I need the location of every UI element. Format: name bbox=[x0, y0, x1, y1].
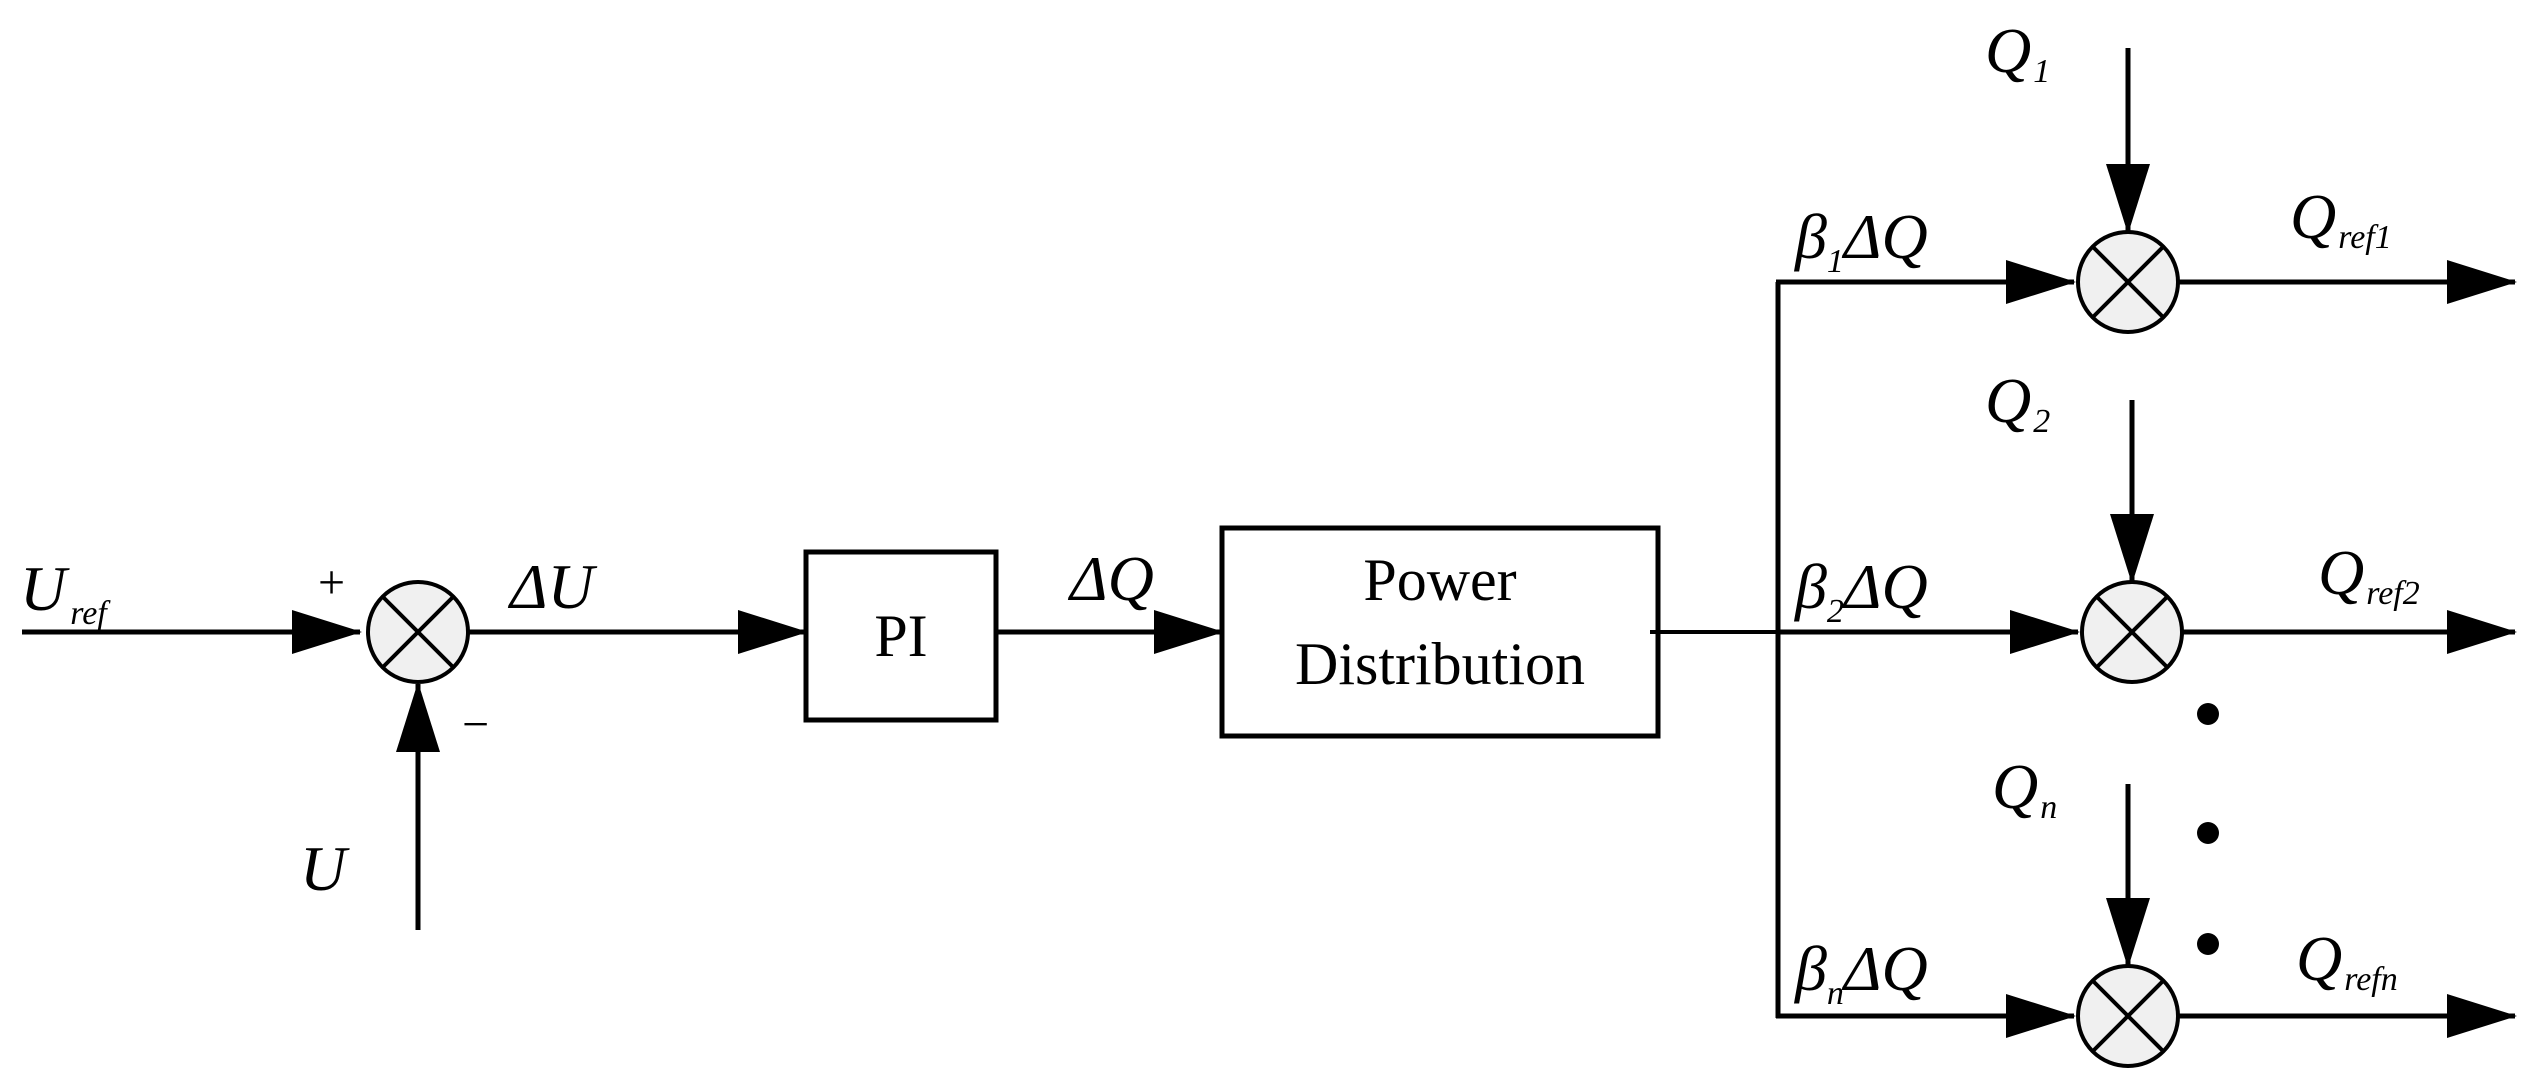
summing-junction-1 bbox=[366, 580, 470, 684]
delta-q-label: ΔQ bbox=[1067, 543, 1154, 614]
ellipsis-dot-2 bbox=[2197, 822, 2219, 844]
pi-controller-block bbox=[803, 549, 999, 723]
branchn-label: βnΔQ bbox=[1793, 933, 1928, 1012]
ellipsis-dot-1 bbox=[2197, 703, 2219, 725]
q1-label: Q1 bbox=[1985, 15, 2050, 90]
summing-junction-qn bbox=[2076, 964, 2180, 1068]
qn-label: Qn bbox=[1992, 751, 2057, 826]
branch1-label: β1ΔQ bbox=[1793, 201, 1928, 280]
power-distribution-label-line2: Distribution bbox=[1295, 631, 1585, 697]
u-feedback-label: U bbox=[300, 833, 350, 904]
q2-label: Q2 bbox=[1985, 365, 2050, 440]
branch2-label: β2ΔQ bbox=[1793, 551, 1928, 630]
power-distribution-label-line1: Power bbox=[1363, 547, 1516, 613]
ellipsis-dot-3 bbox=[2197, 933, 2219, 955]
pi-label: PI bbox=[874, 603, 927, 669]
delta-u-label: ΔU bbox=[507, 551, 598, 622]
minus-sign: − bbox=[462, 698, 489, 751]
qrefn-label: Qrefn bbox=[2296, 923, 2398, 998]
qref1-label: Qref1 bbox=[2290, 181, 2392, 256]
summing-junction-q1 bbox=[2076, 230, 2180, 334]
power-distribution-block bbox=[1219, 525, 1661, 739]
summing-junction-q2 bbox=[2080, 580, 2184, 684]
plus-sign: + bbox=[318, 556, 345, 609]
qref2-label: Qref2 bbox=[2318, 537, 2420, 612]
